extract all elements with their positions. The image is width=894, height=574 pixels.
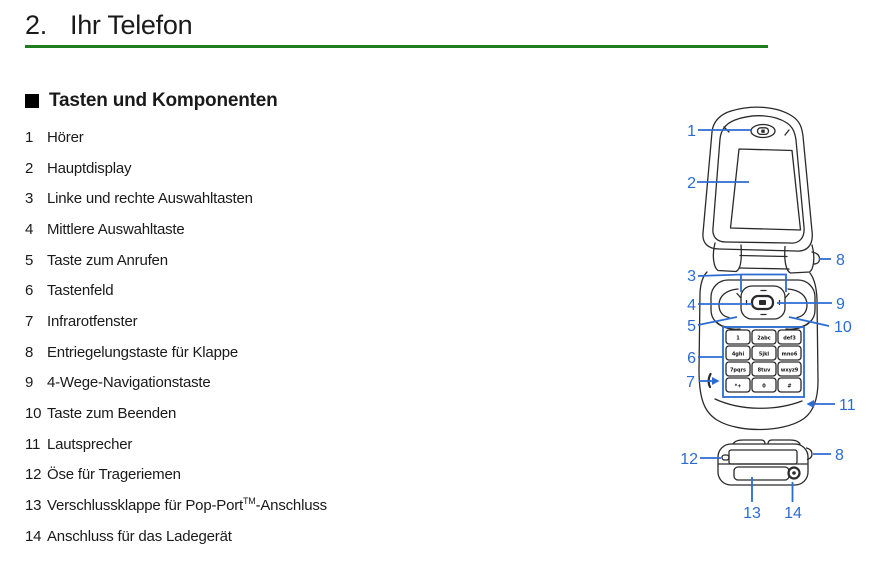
key-hash: # <box>787 384 791 390</box>
callout-10: 10 <box>834 319 852 336</box>
callout-9: 9 <box>836 296 845 313</box>
callout-4: 4 <box>687 297 696 314</box>
list-item-number: 10 <box>25 405 42 423</box>
list-item-number: 7 <box>25 312 34 330</box>
key-8: 8tuv <box>758 368 771 374</box>
section-heading-text: Tasten und Komponenten <box>49 90 278 111</box>
list-item: 3 Linke und rechte Auswahltasten <box>25 183 455 214</box>
list-item-label: Verschlussklappe für Pop-PortTM-Anschlus… <box>47 496 327 515</box>
key-4: 4ghi <box>732 352 745 358</box>
phone-figure: 1 2abc def3 4ghi 5jkl mno6 7pqrs 8tuv wx… <box>680 106 856 522</box>
component-list: 1 Hörer 2 Hauptdisplay 3 Linke und rechte Aus… <box>25 122 455 552</box>
callout-12: 12 <box>680 451 698 468</box>
list-item: 13 Verschlussklappe für Pop-PortTM-Anschl… <box>25 490 455 521</box>
list-item-label: Infrarotfenster <box>47 312 138 330</box>
list-item-number: 14 <box>25 527 42 545</box>
callout-13: 13 <box>743 505 761 522</box>
earpiece-icon <box>750 123 776 139</box>
list-item: 5 Taste zum Anrufen <box>25 245 455 276</box>
list-item: 2 Hauptdisplay <box>25 153 455 184</box>
charger-connector <box>787 466 801 480</box>
chapter-title: 2. Ihr Telefon <box>25 10 193 41</box>
list-item: 1 Hörer <box>25 122 455 153</box>
callout-8-bottom: 8 <box>835 447 844 464</box>
keypad: 1 2abc def3 4ghi 5jkl mno6 7pqrs 8tuv wx… <box>725 329 802 393</box>
key-5: 5jkl <box>759 352 770 358</box>
list-item-number: 9 <box>25 374 34 392</box>
list-item: 11 Lautsprecher <box>25 429 455 460</box>
callout-lines-closed <box>700 453 831 502</box>
list-item-label: Anschluss für das Ladegerät <box>47 527 232 545</box>
key-1: 1 <box>736 336 740 342</box>
callout-7: 7 <box>686 374 695 391</box>
list-item-number: 5 <box>25 251 34 269</box>
list-item-label: Taste zum Beenden <box>47 405 177 423</box>
chapter-number: 2. <box>25 10 47 40</box>
list-item-label: Entriegelungstaste für Klappe <box>47 343 238 361</box>
chapter-title-text: Ihr Telefon <box>70 10 193 40</box>
strap-eyelet <box>721 454 730 461</box>
release-button-bottom <box>805 447 813 461</box>
list-item-label: Öse für Trageriemen <box>47 466 181 484</box>
key-2: 2abc <box>757 336 770 342</box>
list-item: 8 Entriegelungstaste für Klappe <box>25 337 455 368</box>
callout-1: 1 <box>687 123 696 140</box>
list-item-number: 1 <box>25 128 34 146</box>
list-item-label: Linke und rechte Auswahltasten <box>47 190 253 208</box>
list-item-number: 2 <box>25 159 34 177</box>
key-star: *+ <box>735 384 742 390</box>
list-item-number: 6 <box>25 282 34 300</box>
list-item-number: 4 <box>25 220 34 238</box>
key-9: wxyz9 <box>781 368 799 374</box>
list-item: 7 Infrarotfenster <box>25 306 455 337</box>
list-item-number: 8 <box>25 343 34 361</box>
list-item-label: Tastenfeld <box>47 282 114 300</box>
list-item: 10 Taste zum Beenden <box>25 398 455 429</box>
key-0: 0 <box>762 384 766 390</box>
list-item-label: Lautsprecher <box>47 435 133 453</box>
list-item-label: Hörer <box>47 128 84 146</box>
key-7: 7pqrs <box>730 368 746 374</box>
key-6: mno6 <box>782 352 798 358</box>
section-square-bullet-icon <box>25 94 39 108</box>
callout-5: 5 <box>687 318 696 335</box>
list-item-number: 13 <box>25 497 42 515</box>
list-item-number: 11 <box>25 435 41 453</box>
callout-11: 11 <box>839 397 856 414</box>
callout-8: 8 <box>836 252 845 269</box>
list-item-label: Taste zum Anrufen <box>47 251 168 269</box>
list-item: 6 Tastenfeld <box>25 275 455 306</box>
display-outline <box>729 148 802 231</box>
callout-6: 6 <box>687 350 696 367</box>
phone-closed-drawing <box>717 439 813 486</box>
middle-select-key <box>750 294 775 311</box>
list-item: 14 Anschluss für das Ladegerät <box>25 521 455 552</box>
list-item: 9 4-Wege-Navigationstaste <box>25 368 455 399</box>
callout-14: 14 <box>784 505 802 522</box>
callout-3: 3 <box>687 268 696 285</box>
chapter-divider-rule <box>25 45 768 48</box>
callout-2: 2 <box>687 175 696 192</box>
list-item: 4 Mittlere Auswahltaste <box>25 214 455 245</box>
pop-port-cover <box>733 466 790 481</box>
list-item-number: 3 <box>25 190 34 208</box>
key-3: def3 <box>783 336 796 342</box>
list-item-number: 12 <box>25 466 42 484</box>
list-item-label: Hauptdisplay <box>47 159 132 177</box>
section-heading: Tasten und Komponenten <box>25 90 278 112</box>
list-item-label: 4-Wege-Navigationstaste <box>47 374 211 392</box>
loudspeaker-lip <box>714 398 803 409</box>
callout-lines-open <box>697 129 835 408</box>
list-item-label: Mittlere Auswahltaste <box>47 220 185 238</box>
trademark-superscript: TM <box>242 496 256 507</box>
list-item: 12 Öse für Trageriemen <box>25 460 455 491</box>
